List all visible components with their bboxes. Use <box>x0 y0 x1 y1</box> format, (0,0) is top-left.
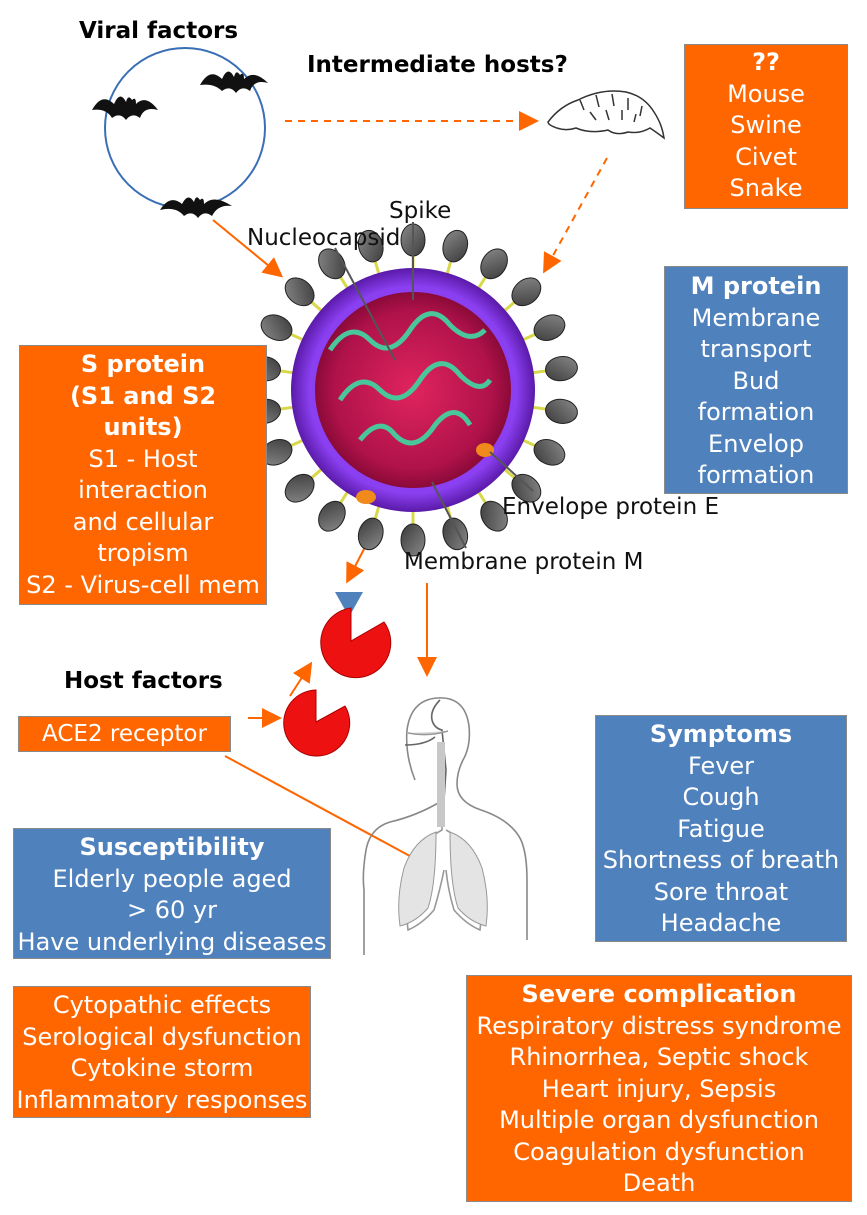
list-item: tropism <box>97 539 189 567</box>
list-item: Inflammatory responses <box>16 1085 308 1114</box>
spike-head <box>533 439 566 466</box>
list-item: Multiple organ dysfunction <box>499 1106 819 1134</box>
list-item: brane fusion <box>67 602 219 630</box>
box-title: Symptoms <box>649 720 793 748</box>
list-item: Mouse <box>727 79 805 108</box>
spike-head <box>533 314 566 341</box>
list-item: Elderly people aged <box>52 864 292 893</box>
box-title: (S1 and S2 <box>69 381 217 410</box>
list-item: Snake <box>729 174 803 202</box>
spike-head <box>400 523 426 557</box>
spike-head <box>442 229 469 263</box>
spike-head <box>357 517 384 551</box>
spike-head <box>511 473 542 503</box>
spike-head <box>511 277 542 307</box>
ace2-receptor-shape <box>283 689 351 757</box>
box-title: M protein <box>690 272 822 300</box>
ace2-receptor-shape <box>320 607 392 679</box>
host-factors-label: Host factors <box>64 668 223 694</box>
list-item: Death <box>622 1169 696 1197</box>
human-respiratory-figure <box>362 697 528 955</box>
list-item: Cytokine storm <box>70 1054 254 1082</box>
box-title: units) <box>103 413 183 441</box>
list-item: S2 - Virus-cell mem <box>26 570 260 599</box>
dashed-arrow <box>543 157 608 274</box>
spike-head <box>545 356 578 382</box>
list-item: formation <box>697 398 815 426</box>
susceptibility-box: Susceptibility Elderly people aged > 60 … <box>13 828 331 959</box>
list-item: Fatigue <box>677 814 765 843</box>
list-item: Cough <box>682 783 760 811</box>
spike-proteins <box>248 223 578 557</box>
spike-head <box>357 229 384 263</box>
box-title: ?? <box>752 48 780 76</box>
list-item: Headache <box>660 909 782 937</box>
pangolin-icon <box>547 90 665 140</box>
list-item: transport <box>700 335 812 363</box>
arrow-receptor-to-receptor <box>289 661 313 697</box>
spike-label: Spike <box>389 198 452 224</box>
list-item: Membrane <box>691 303 821 332</box>
spike-head <box>260 314 293 341</box>
list-item: > 60 yr <box>127 896 217 924</box>
spike-binding-triangle <box>335 592 363 617</box>
list-item: Serological dysfunction <box>22 1022 302 1051</box>
lung-right-icon <box>449 831 488 927</box>
box-title: S protein <box>80 350 206 378</box>
membrane-protein-label: Membrane protein M <box>404 549 644 575</box>
list-item: Coagulation dysfunction <box>513 1137 805 1166</box>
bat-icon <box>92 96 158 120</box>
list-item: Civet <box>735 142 797 171</box>
list-item: Have underlying diseases <box>17 927 327 956</box>
coronavirus-particle <box>248 222 578 557</box>
spike-head <box>480 248 508 280</box>
box-title: Severe complication <box>521 980 797 1008</box>
pathological-effects-box: Cytopathic effects Serological dysfuncti… <box>13 986 311 1118</box>
list-item: formation <box>697 461 815 489</box>
list-item: Sore throat <box>653 877 789 906</box>
envelope-protein-label: Envelope protein E <box>502 494 719 520</box>
s-protein-box: S protein (S1 and S2 units) S1 - Host in… <box>19 345 267 630</box>
list-item: Heart injury, Sepsis <box>541 1074 777 1103</box>
severe-complication-box: Severe complication Respiratory distress… <box>466 975 852 1202</box>
list-item: Respiratory distress syndrome <box>476 1011 842 1040</box>
bat-icon <box>200 71 268 93</box>
list-item: Cytopathic effects <box>52 991 272 1019</box>
lung-left-icon <box>398 831 437 927</box>
intermediate-hosts-box: ?? Mouse Swine Civet Snake <box>684 44 848 209</box>
list-item: Swine <box>730 111 802 139</box>
spike-head <box>284 473 315 503</box>
box-title: Susceptibility <box>79 833 265 861</box>
spike-head <box>545 398 578 424</box>
list-item: Rhinorrhea, Septic shock <box>509 1043 809 1071</box>
list-item: Shortness of breath <box>602 846 840 874</box>
arrow-ace2-to-lungs <box>224 755 436 870</box>
list-item: Bud <box>732 366 780 395</box>
spike-head <box>480 500 508 532</box>
list-item: Fever <box>687 751 755 780</box>
bat-cycle-circle <box>104 47 266 209</box>
nucleocapsid-label: Nucleocapsid <box>247 225 401 251</box>
ace2-label: ACE2 receptor <box>42 721 207 747</box>
bat-icon <box>160 197 232 218</box>
ace2-receptor-box: ACE2 receptor <box>18 716 231 752</box>
trachea <box>437 742 445 827</box>
list-item: and cellular <box>72 507 214 536</box>
m-protein-box: M protein Membrane transport Bud formati… <box>664 266 848 494</box>
spike-head <box>284 277 315 307</box>
symptoms-box: Symptoms Fever Cough Fatigue Shortness o… <box>595 715 847 942</box>
list-item: S1 - Host interaction <box>78 444 208 505</box>
spike-head <box>318 500 346 532</box>
viral-factors-label: Viral factors <box>79 18 239 44</box>
list-item: Envelop <box>708 429 804 458</box>
intermediate-hosts-label: Intermediate hosts? <box>307 52 568 78</box>
arrow-bat-to-virus <box>212 219 284 278</box>
